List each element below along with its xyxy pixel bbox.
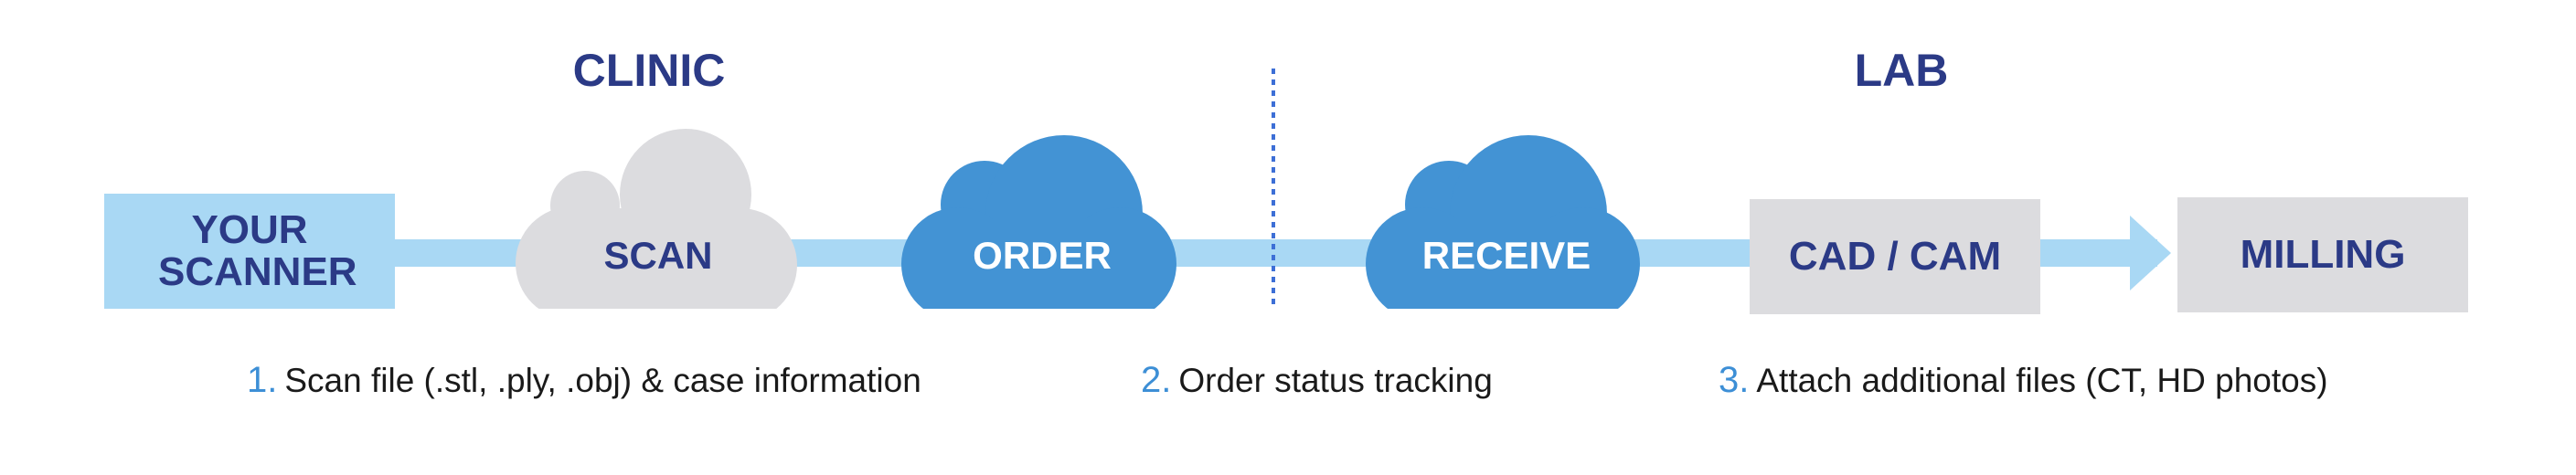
step-1-number: 1.: [247, 360, 278, 400]
lab-section-title: LAB: [1854, 45, 1949, 96]
step-3: 3. Attach additional files (CT, HD photo…: [1719, 360, 2328, 401]
step-1: 1. Scan file (.stl, .ply, .obj) & case i…: [247, 360, 921, 401]
receive-cloud-icon: [1366, 135, 1640, 321]
step-3-text: Attach additional files (CT, HD photos): [1756, 362, 2328, 399]
milling-box: MILLING: [2177, 197, 2468, 312]
clinic-section-title: CLINIC: [572, 45, 726, 96]
step-1-text: Scan file (.stl, .ply, .obj) & case info…: [284, 362, 921, 399]
step-2: 2. Order status tracking: [1141, 360, 1493, 401]
order-cloud-icon: [901, 135, 1176, 321]
receive-cloud-label: RECEIVE: [1421, 234, 1591, 277]
step-3-number: 3.: [1719, 360, 1750, 400]
step-2-text: Order status tracking: [1178, 362, 1493, 399]
order-cloud-label: ORDER: [973, 234, 1112, 277]
cad-cam-box: CAD / CAM: [1750, 199, 2040, 314]
your-scanner-label: YOUR SCANNER: [158, 206, 357, 294]
step-2-number: 2.: [1141, 360, 1172, 400]
arrow-head-icon: [2130, 216, 2171, 290]
your-scanner-box: YOUR SCANNER: [104, 194, 395, 309]
scan-cloud-icon: [516, 129, 797, 322]
scan-cloud-label: SCAN: [603, 234, 713, 277]
